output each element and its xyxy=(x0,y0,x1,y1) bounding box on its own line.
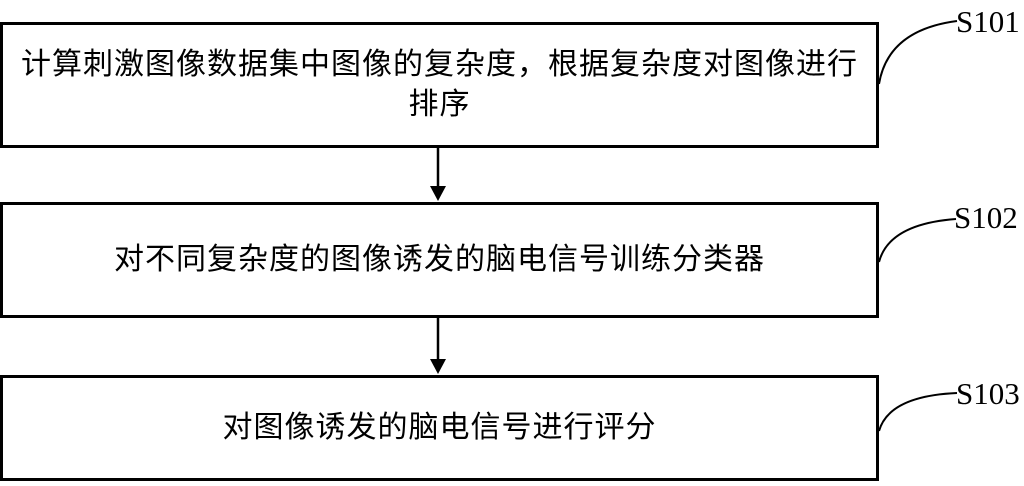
leader-line-s103 xyxy=(878,392,958,432)
process-box-s101: 计算刺激图像数据集中图像的复杂度，根据复杂度对图像进行 排序 xyxy=(0,22,879,148)
step-label-s103: S103 xyxy=(956,376,1020,411)
step-label-s101: S101 xyxy=(956,4,1020,39)
leader-line-s101 xyxy=(878,20,958,85)
process-box-s103-text: 对图像诱发的脑电信号进行评分 xyxy=(222,410,657,445)
process-box-s102: 对不同复杂度的图像诱发的脑电信号训练分类器 xyxy=(0,202,879,318)
process-box-s101-text-line2: 排序 xyxy=(408,87,471,122)
step-label-s102: S102 xyxy=(954,200,1018,235)
leader-line-s102 xyxy=(878,218,957,263)
process-box-s103: 对图像诱发的脑电信号进行评分 xyxy=(0,375,879,481)
down-arrow-2-head xyxy=(430,359,446,374)
process-box-s101-text-line1: 计算刺激图像数据集中图像的复杂度，根据复杂度对图像进行 xyxy=(21,47,858,82)
down-arrow-1-head xyxy=(430,186,446,201)
process-box-s102-text: 对不同复杂度的图像诱发的脑电信号训练分类器 xyxy=(114,242,765,277)
